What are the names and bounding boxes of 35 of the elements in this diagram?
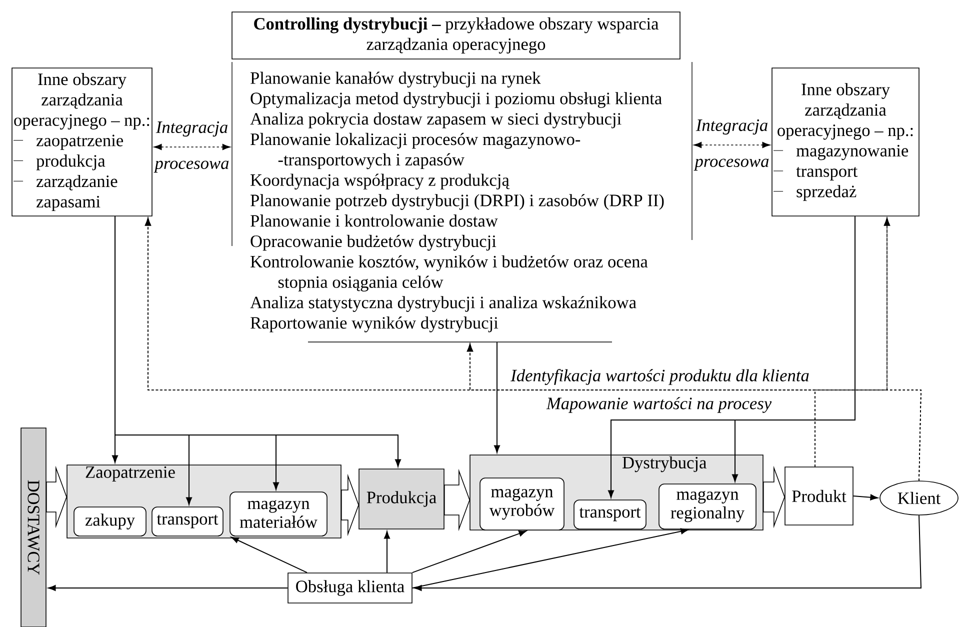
rounded-box: zakupy	[74, 506, 146, 536]
rounded-box: magazyn materiałów	[230, 492, 328, 536]
title-box: Controlling dystrybucji – przykładowe obszary wsparcia zarządzania operacyjnego	[232, 12, 680, 60]
task-list: Planowanie kanałów dystrybucji na rynek Optymalizacja metod dystrybucji i poziomu obsługi klienta Analiza pokrycia dostaw zapasem w sieci dystrybucji Planowanie lokalizacji procesów magazynowo- -transportowych i zapasów Koordynacja współpracy z produkcją Planowanie potrzeb dystrybucji (DRPI) i zasobów (DRP II) Planowanie i kontrolowanie dostaw Opracowanie budżetów dystrybucji Kontrolowanie kosztów, wyników i budżetów oraz ocena stopnia osiągania celów Analiza statystyczna dystrybucji i analiza wskaźnikowa Raportowanie wyników dystrybucji	[231, 62, 693, 342]
dotted-arrow	[154, 144, 230, 150]
block-arrow	[763, 466, 786, 528]
arrow	[412, 528, 688, 588]
arrow	[384, 531, 390, 574]
process-box: Produkt	[784, 466, 854, 526]
edge-label: Integracja procesowa	[154, 121, 229, 173]
dotted-arrow	[694, 142, 770, 148]
block-arrow	[46, 466, 68, 528]
arrow	[414, 514, 922, 591]
block-arrow	[444, 468, 470, 532]
service-box: Obsługa klienta	[288, 572, 412, 604]
edge-label: Mapowanie wartości na procesy	[545, 396, 773, 414]
dotted-arrow	[884, 218, 922, 481]
arrow	[732, 216, 856, 482]
arrow	[494, 342, 500, 453]
supplier-bar: DOSTAWCY	[20, 428, 46, 627]
rounded-box: magazyn wyrobów	[480, 478, 564, 530]
arrow	[231, 536, 308, 574]
arrow	[852, 494, 878, 500]
edge-label: Integracja procesowa	[694, 119, 769, 171]
edge-label: Identyfikacja wartości produktu dla klienta	[509, 368, 811, 386]
arrow	[48, 585, 288, 591]
block-arrow	[341, 474, 360, 536]
rounded-box: transport	[574, 500, 646, 530]
info-box: Inne obszary zarządzania operacyjnego – np.: zaopatrzenie produkcja zarządzanie zapasami	[12, 68, 152, 216]
rounded-box: transport	[152, 506, 224, 536]
arrow	[114, 216, 401, 467]
arrow	[412, 530, 526, 574]
rounded-box: magazyn regionalny	[658, 484, 756, 530]
info-box: Inne obszary zarządzania operacyjnego – np.: magazynowanie transport sprzedaż	[772, 68, 920, 216]
process-box: Produkcja	[358, 468, 444, 530]
